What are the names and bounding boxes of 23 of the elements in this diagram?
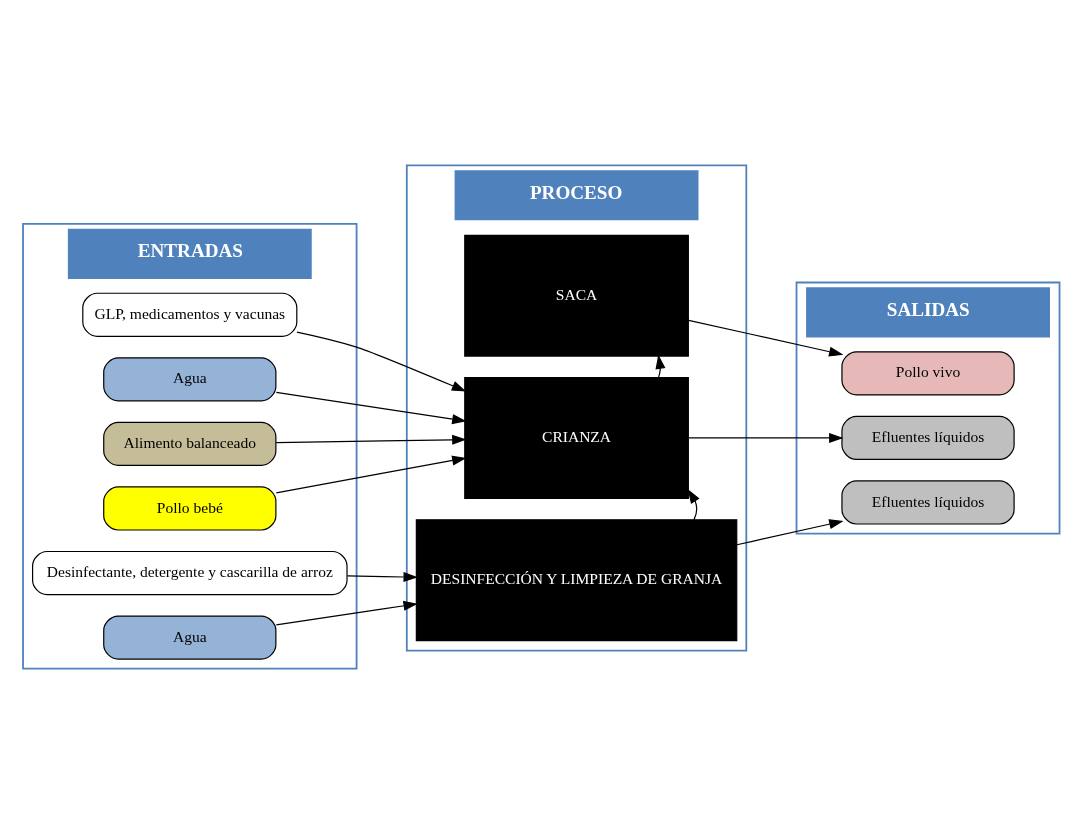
node-box: CRIANZA <box>464 376 689 499</box>
arrow <box>275 600 418 625</box>
arrow <box>296 331 467 391</box>
node-box: Pollo bebé <box>103 485 277 531</box>
arrow <box>736 518 844 545</box>
node-box: Desinfectante, detergente y cascarilla de arroz <box>32 550 348 595</box>
arrow <box>275 455 467 493</box>
node-box: GLP, medicamentos y vacunas <box>82 292 298 337</box>
node-box: Efluentes líquidos <box>841 479 1015 525</box>
arrow <box>687 488 700 520</box>
node-box: Efluentes líquidos <box>841 415 1015 460</box>
arrow <box>275 391 467 424</box>
node-box: Agua <box>103 356 277 401</box>
node-box: Alimento balanceado <box>103 421 277 466</box>
arrow <box>346 571 418 582</box>
arrow <box>275 434 467 445</box>
arrow <box>655 354 666 378</box>
node-box: SACA <box>464 234 689 357</box>
node-box: DESINFECCIÓN Y LIMPIEZA DE GRANJA <box>415 518 738 641</box>
node-box: Pollo vivo <box>841 350 1015 395</box>
node-box: Agua <box>103 614 277 660</box>
arrow <box>688 319 844 357</box>
arrow <box>688 432 844 443</box>
